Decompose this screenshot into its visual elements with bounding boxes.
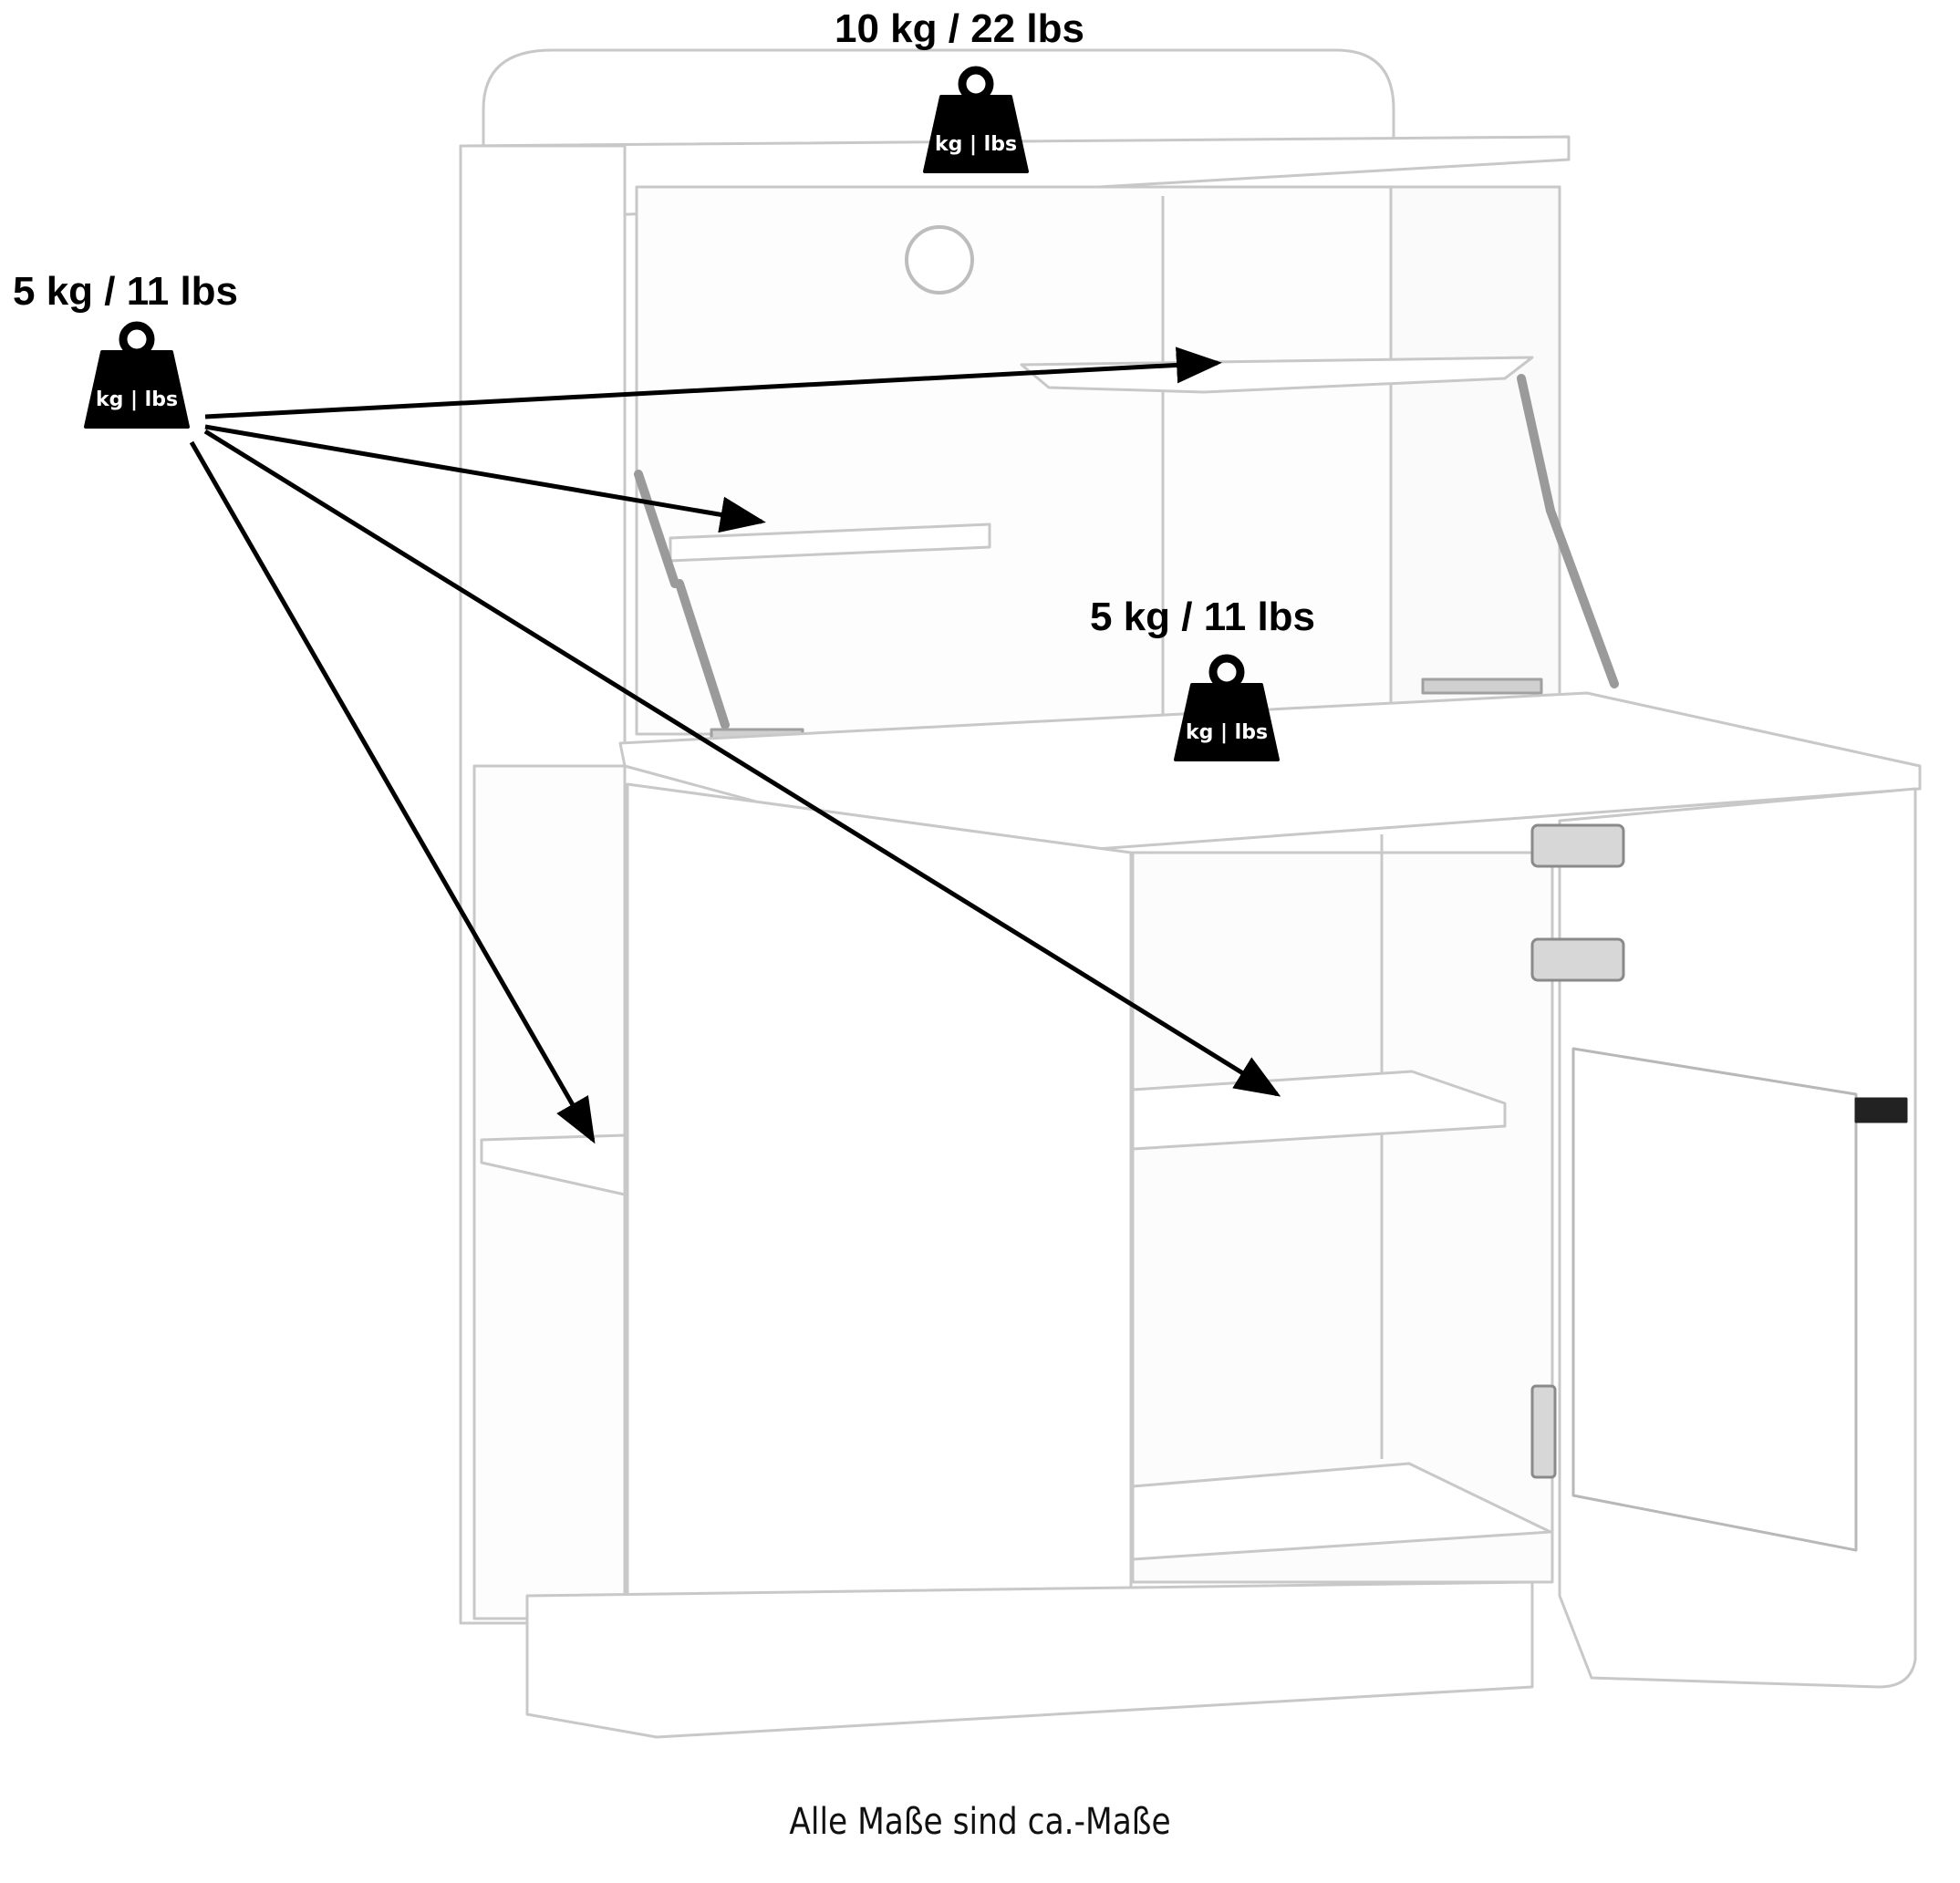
svg-text:kg | lbs: kg | lbs [96, 388, 178, 411]
lower-left-open-column [472, 764, 627, 1620]
gas-strut-right [1517, 374, 1619, 688]
desk-load-label: 5 kg / 11 lbs [1090, 595, 1316, 639]
svg-text:kg | lbs: kg | lbs [1186, 721, 1268, 744]
arrow-to-upper-right-shelf [204, 347, 1222, 419]
svg-text:kg | lbs: kg | lbs [935, 133, 1017, 156]
arrow-to-upper-left-shelf [204, 424, 766, 533]
shelf-load-label: 5 kg / 11 lbs [13, 269, 239, 314]
arrow-to-inner-shelf [203, 429, 1281, 1097]
lower-cabinet-interior [1131, 851, 1554, 1584]
base-plinth [525, 1580, 1534, 1739]
upper-left-shelf [669, 522, 991, 563]
top-back-panel [482, 48, 1395, 148]
arrow-to-lower-left-shelf [189, 440, 596, 1144]
left-door [626, 782, 1133, 1721]
right-door [1571, 1047, 1858, 1552]
hinges [1530, 823, 1625, 1479]
load-arrows [189, 347, 1281, 1144]
gas-strut-left [634, 470, 730, 729]
weight-icon: kg | lbs [925, 70, 1027, 171]
inner-shelf [1131, 1070, 1507, 1151]
secretary-desk [459, 48, 1922, 1739]
weight-icon: kg | lbs [1176, 658, 1278, 760]
cable-hole [905, 225, 974, 295]
weight-icon: kg | lbs [86, 326, 188, 427]
dimensions-caption: Alle Maße sind ca.-Maße [789, 1801, 1171, 1843]
top-load-label: 10 kg / 22 lbs [835, 6, 1084, 51]
